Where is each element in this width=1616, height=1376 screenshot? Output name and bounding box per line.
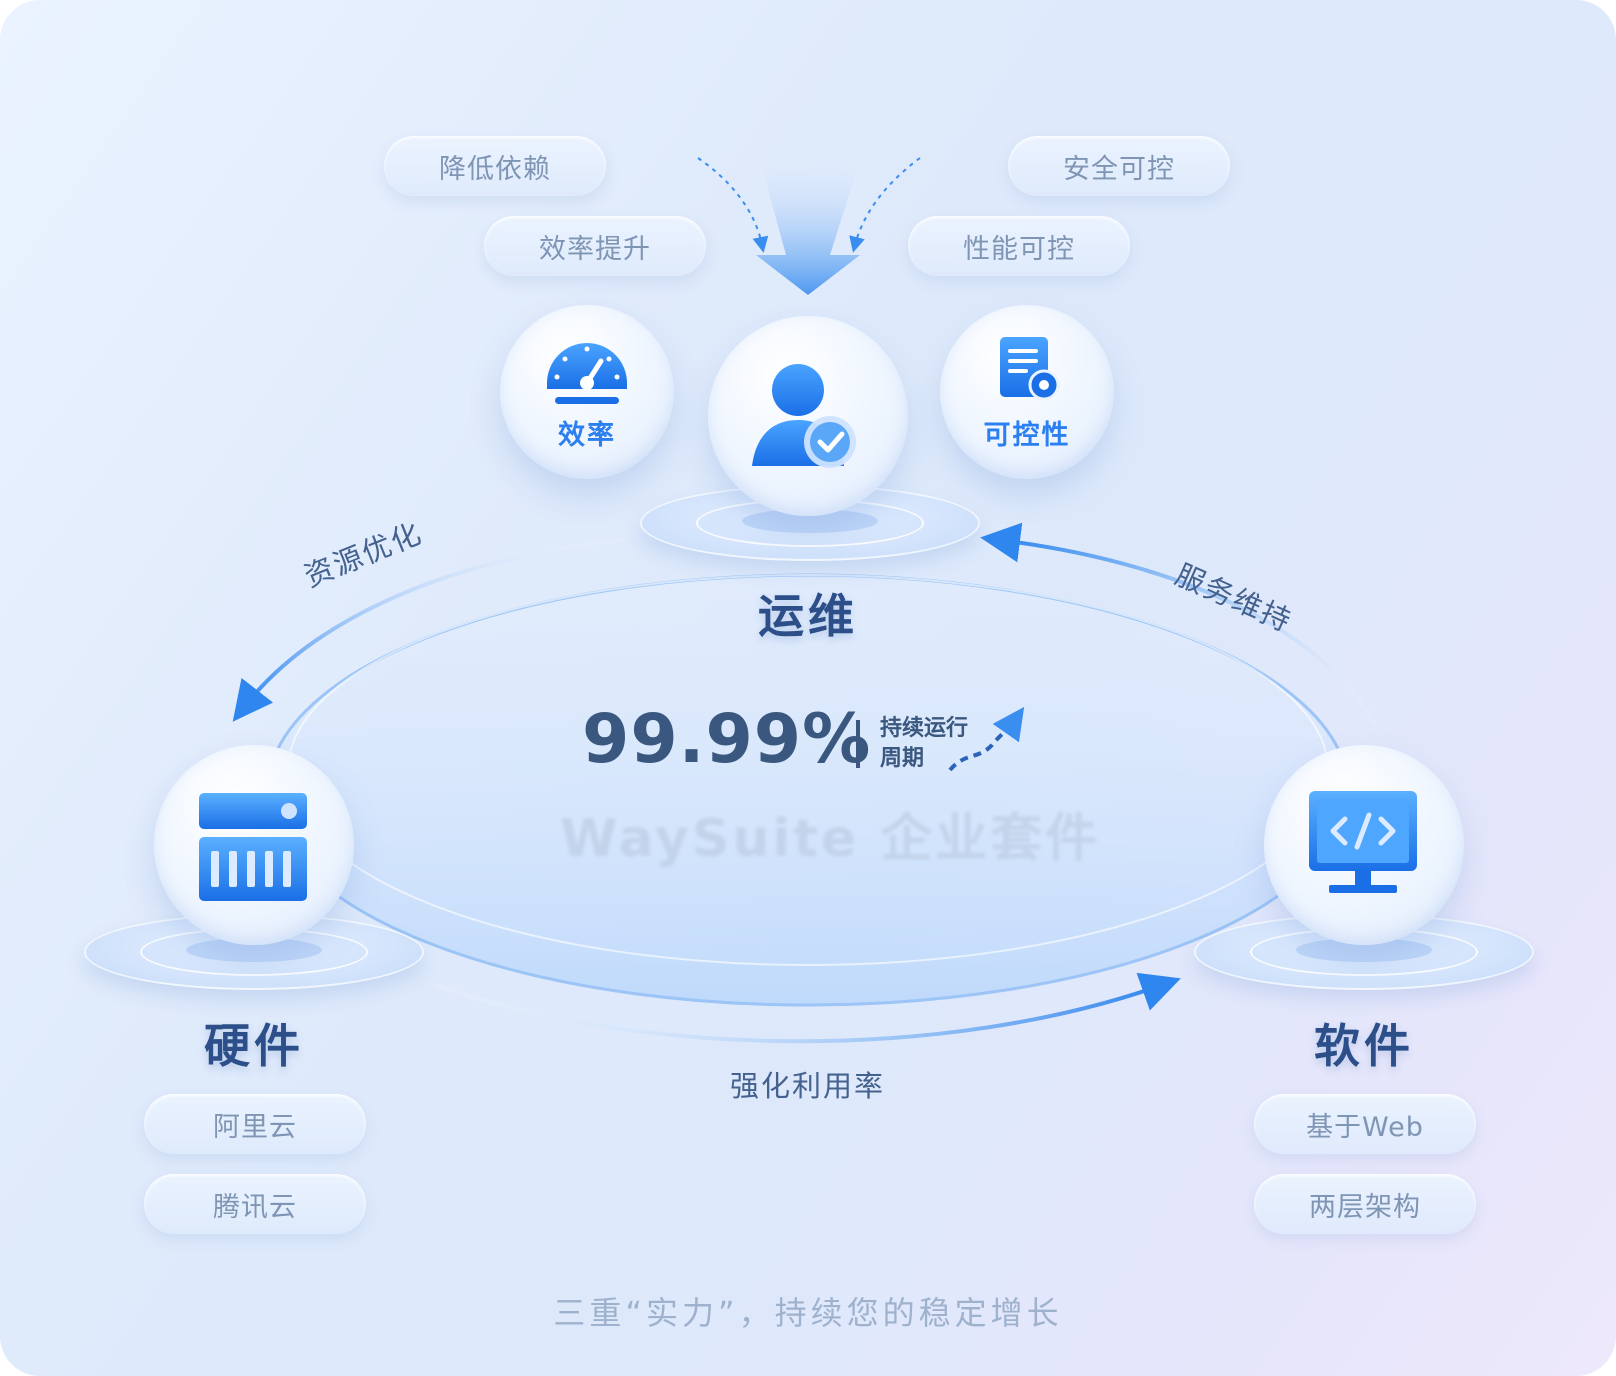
- ops-title: 运维: [758, 589, 858, 643]
- dashed-arrow-right: [849, 157, 921, 253]
- monitor-code-icon: [1309, 791, 1417, 893]
- uptime-caption-line1: 持续运行: [880, 716, 969, 741]
- efficiency-bubble: 效率: [500, 305, 674, 479]
- server-icon: [199, 793, 307, 901]
- user-check-icon: [752, 364, 856, 468]
- software-bubble: [1264, 745, 1464, 945]
- uptime-divider: [856, 720, 860, 768]
- hardware-bubble: [154, 745, 354, 945]
- hardware-platform: [84, 914, 424, 990]
- funnel-arrow: [756, 160, 860, 295]
- arc-ops-to-hardware: [232, 538, 626, 722]
- pill-security-control: 安全可控: [1008, 136, 1230, 196]
- brand-watermark: WaySuite 企业套件: [560, 809, 1101, 869]
- dashed-arrow-left: [697, 157, 769, 253]
- pill-performance-control: 性能可控: [908, 216, 1130, 276]
- growth-arrow-icon: [948, 706, 1025, 772]
- uptime-caption: 持续运行 周期: [880, 714, 968, 774]
- arc-hardware-to-software: [434, 972, 1181, 1044]
- controllability-bubble: 可控性: [940, 305, 1114, 479]
- efficiency-label: 效率: [558, 420, 616, 451]
- pill-tencent-cloud: 腾讯云: [144, 1174, 366, 1234]
- pill-efficiency-boost: 效率提升: [484, 216, 706, 276]
- pill-web-based: 基于Web: [1254, 1094, 1476, 1154]
- hardware-title: 硬件: [204, 1019, 304, 1073]
- edge-label-utilization: 强化利用率: [730, 1069, 886, 1103]
- speedometer-icon: [547, 343, 627, 404]
- pill-reduce-dependency: 降低依赖: [384, 136, 606, 196]
- uptime-value: 99.99%: [582, 700, 872, 779]
- software-title: 软件: [1314, 1019, 1414, 1073]
- ops-bubble: [708, 316, 908, 516]
- pill-aliyun: 阿里云: [144, 1094, 366, 1154]
- pill-two-tier-architecture: 两层架构: [1254, 1174, 1476, 1234]
- document-gear-icon: [1000, 337, 1060, 401]
- footer-tagline: 三重“实力”，持续您的稳定增长: [553, 1294, 1063, 1332]
- ops-platform: [640, 485, 980, 561]
- uptime-caption-line2: 周期: [880, 746, 925, 771]
- arc-software-to-ops: [980, 522, 1377, 726]
- controllability-label: 可控性: [983, 420, 1071, 451]
